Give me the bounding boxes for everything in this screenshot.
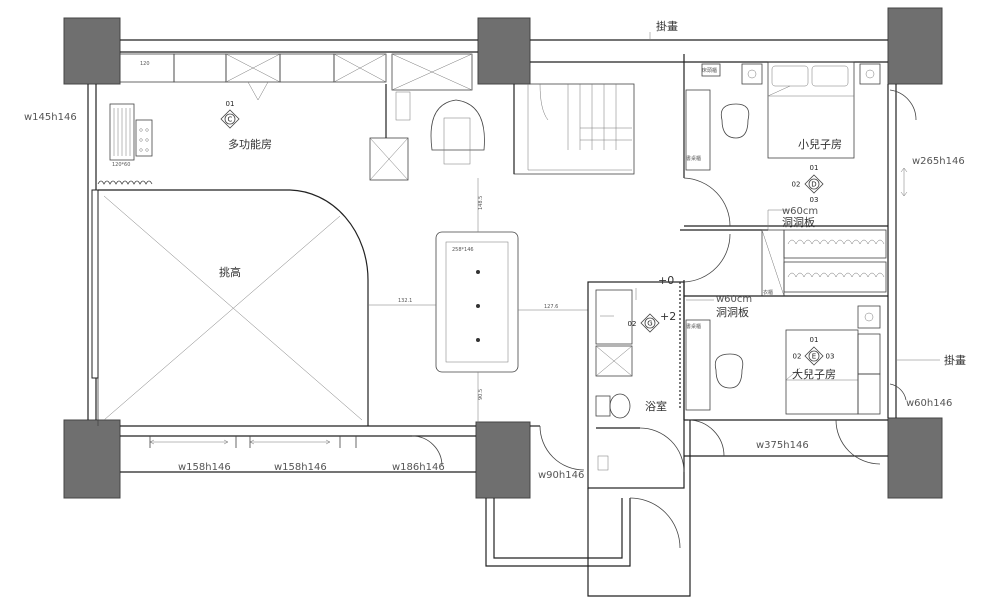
massage-chair xyxy=(369,84,485,181)
desk-small-label: 書桌櫃 xyxy=(686,155,701,162)
dim-132: 132.1 xyxy=(398,298,412,304)
marker-g-left: 02 xyxy=(628,320,637,328)
section-marker-d: D 01 02 03 xyxy=(792,164,824,204)
pegboard-b-name: 洞洞板 xyxy=(716,305,749,319)
keyboard-instrument xyxy=(109,103,153,161)
room-label-bath: 浴室 xyxy=(645,399,667,413)
room-label-high: 挑高 xyxy=(219,265,241,279)
dim-120b: 120*60 xyxy=(112,162,130,168)
hang-painting-right: 掛畫 xyxy=(944,353,966,367)
marker-c-num: 01 xyxy=(226,100,235,108)
section-marker-e: E 01 02 03 xyxy=(793,336,835,366)
desk-big-label: 書桌櫃 xyxy=(686,323,701,330)
dim-table: 258*146 xyxy=(452,247,474,253)
room-label-small: 小兒子房 xyxy=(798,138,842,151)
column-bottom-mid xyxy=(475,421,531,499)
hang-painting-top: 掛畫 xyxy=(656,19,678,33)
marker-e-right: 03 xyxy=(826,353,835,361)
column-top-left xyxy=(63,17,121,85)
pegboard-b-size: w60cm xyxy=(716,294,752,305)
column-bottom-right xyxy=(887,417,943,499)
pegboard-a-size: w60cm xyxy=(782,206,818,217)
window-label-left: w145h146 xyxy=(24,112,77,123)
marker-e-letter: E xyxy=(812,353,816,361)
big-sons-room xyxy=(679,280,881,465)
marker-d-left: 02 xyxy=(792,181,801,189)
marker-c-letter: C xyxy=(228,116,233,124)
dim-148: 148.5 xyxy=(478,196,484,210)
marker-e-top: 01 xyxy=(810,336,819,344)
marker-e-left: 02 xyxy=(793,353,802,361)
window-label-right-bottom: w60h146 xyxy=(906,398,952,409)
top-cabinets xyxy=(119,53,473,101)
window-label-door: w90h146 xyxy=(538,470,584,481)
double-height-void xyxy=(91,189,369,426)
marker-d-top: 01 xyxy=(810,164,819,172)
small-sons-room xyxy=(680,54,888,283)
curtain xyxy=(97,180,153,185)
room-label-multi: 多功能房 xyxy=(228,137,272,151)
leader-lines xyxy=(649,32,940,361)
window-label-bottom-3: w186h146 xyxy=(392,462,445,473)
balcony xyxy=(411,420,691,597)
level-two: +2 xyxy=(660,310,676,323)
level-zero: +0 xyxy=(658,274,674,287)
window-label-bottom-2: w158h146 xyxy=(274,462,327,473)
pool-table xyxy=(368,178,588,426)
dim-120: 120 xyxy=(140,61,150,67)
column-top-mid xyxy=(477,17,531,85)
marker-d-right: 03 xyxy=(810,196,819,204)
marker-d-letter: D xyxy=(811,181,816,189)
wardrobes xyxy=(684,229,888,297)
wardrobe-label: 衣櫃 xyxy=(763,289,773,296)
staircase xyxy=(513,83,635,175)
dim-90: 90.5 xyxy=(478,389,484,400)
pegboard-a-name: 洞洞板 xyxy=(782,215,815,229)
section-marker-g: G 02 xyxy=(628,313,660,333)
window-label-bottom-right: w375h146 xyxy=(756,440,809,451)
exterior-walls xyxy=(87,39,897,473)
bathroom xyxy=(587,281,685,489)
window-openings xyxy=(149,89,917,448)
window-label-right-top: w265h146 xyxy=(912,156,965,167)
dim-127: 127.6 xyxy=(544,304,558,310)
nightstand-label: 床頭櫃 xyxy=(702,67,717,74)
section-marker-c: C 01 xyxy=(220,100,240,129)
window-label-bottom-1: w158h146 xyxy=(178,462,231,473)
column-top-right xyxy=(887,7,943,85)
marker-g-letter: G xyxy=(647,320,652,328)
column-bottom-left xyxy=(63,419,121,499)
room-label-big: 大兒子房 xyxy=(792,367,836,381)
